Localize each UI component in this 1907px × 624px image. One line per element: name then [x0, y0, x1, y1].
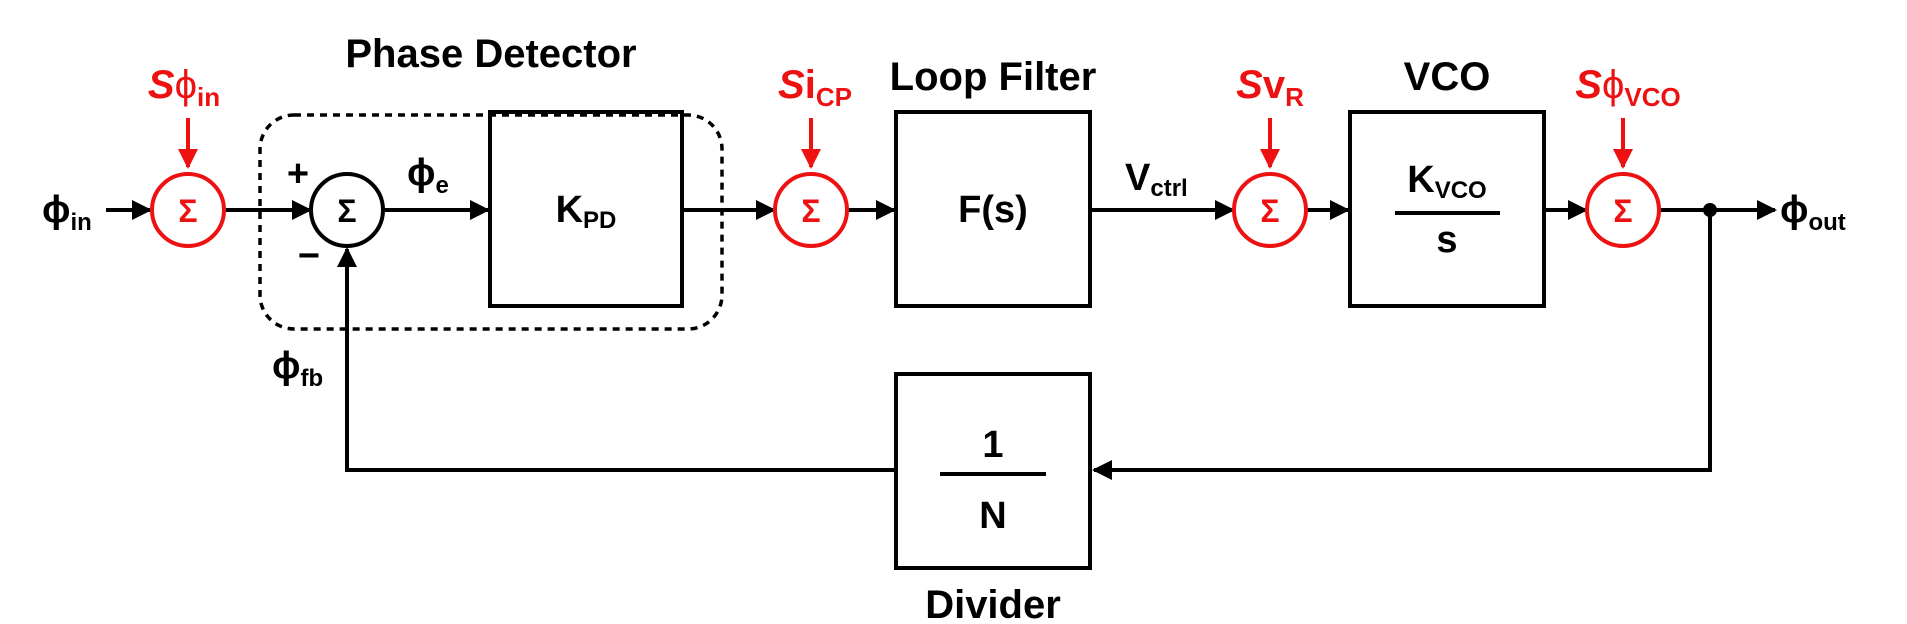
summer-v-r: Σ [1232, 172, 1308, 248]
summer-i-cp: Σ [773, 172, 849, 248]
loop-filter-block [894, 110, 1092, 308]
noise-label-phi-vco: SϕVCO [1575, 63, 1680, 112]
vco-title: VCO [1404, 55, 1491, 99]
loop-filter-transfer: F(s) [958, 189, 1028, 231]
wire-feedback-return [1092, 210, 1712, 480]
vco-denominator: s [1436, 219, 1457, 261]
summer-symbol: Σ [1260, 193, 1279, 229]
phase-detector-title: Phase Detector [345, 32, 636, 76]
summer-phase-comparator: Σ [309, 172, 385, 248]
summer-phi-in: Σ [150, 172, 226, 248]
phi-fb-label: ϕfb [272, 345, 323, 392]
wire-feedback-to-summer [337, 247, 896, 472]
divider-title: Divider [925, 583, 1061, 624]
summer-plus-sign: + [287, 153, 309, 195]
summer-symbol: Σ [801, 193, 820, 229]
summer-symbol: Σ [1613, 193, 1632, 229]
noise-label-v-r: SvR [1236, 63, 1304, 112]
kpd-label: KPD [556, 189, 617, 234]
summer-minus-sign: − [298, 235, 320, 277]
phi-e-label: ϕe [407, 152, 449, 199]
noise-label-i-cp: SiCP [778, 63, 852, 112]
kpd-block [488, 110, 684, 308]
summer-symbol: Σ [337, 193, 356, 229]
noise-label-phi-in: Sϕin [148, 63, 220, 112]
phi-in-label: ϕin [42, 189, 92, 236]
divider-numerator: 1 [982, 424, 1003, 466]
divider-denominator: N [979, 495, 1006, 537]
summer-symbol: Σ [178, 193, 197, 229]
vco-numerator: KVCO [1407, 159, 1486, 204]
loop-filter-title: Loop Filter [890, 55, 1097, 99]
divider-block [894, 372, 1092, 570]
v-ctrl-label: Vctrl [1125, 157, 1188, 202]
phi-out-label: ϕout [1780, 189, 1846, 236]
summer-phi-vco: Σ [1585, 172, 1661, 248]
vco-block [1348, 110, 1546, 308]
